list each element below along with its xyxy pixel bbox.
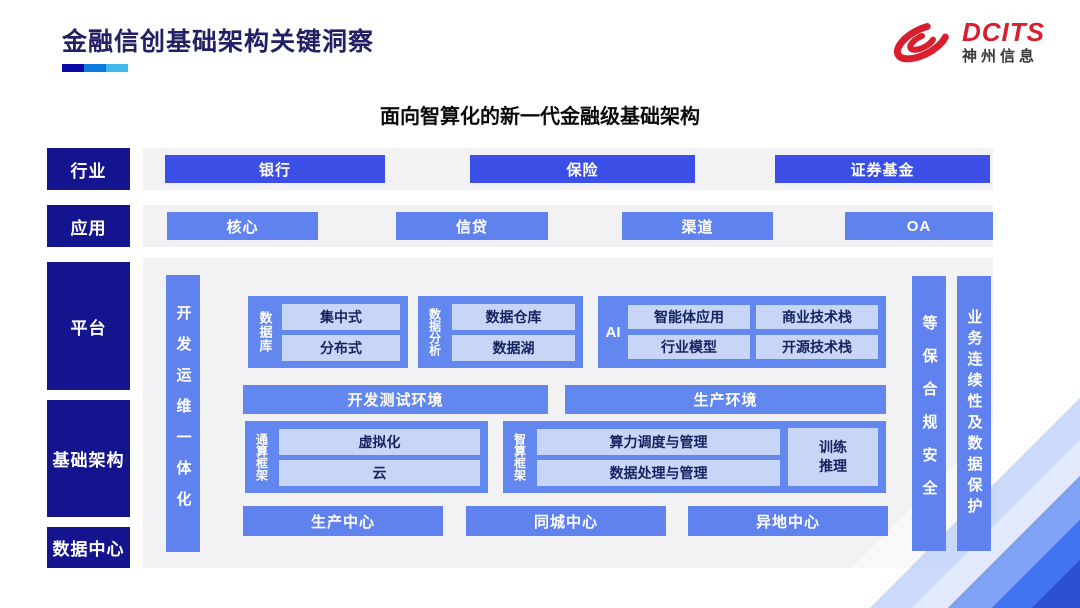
dcits-swirl-icon xyxy=(893,21,951,63)
application-item-oa: OA xyxy=(845,212,993,240)
industry-item-insurance: 保险 xyxy=(470,155,695,183)
ai-compute-item-dataprocessing: 数据处理与管理 xyxy=(537,459,780,486)
continuity-vertical-bar: 业务连续性及数据保护 xyxy=(957,276,991,551)
logo: DCITS 神州信息 xyxy=(890,18,1045,66)
logo-company: 神州信息 xyxy=(962,48,1039,66)
underline-segment-mid xyxy=(84,64,106,72)
env-bar-devtest: 开发测试环境 xyxy=(243,385,548,414)
sidebar-item-industry: 行业 xyxy=(47,148,130,190)
industry-item-securities: 证券基金 xyxy=(775,155,990,183)
ai-group: AI 智能体应用 商业技术栈 行业模型 开源技术栈 xyxy=(598,296,886,368)
diagram-subtitle: 面向智算化的新一代金融级基础架构 xyxy=(380,106,700,128)
analytics-group-items: 数据仓库 数据湖 xyxy=(452,303,575,361)
analytics-group-label: 数据分析 xyxy=(427,308,442,356)
general-compute-group: 通算框架 虚拟化 云 xyxy=(245,421,488,493)
analytics-group: 数据分析 数据仓库 数据湖 xyxy=(418,296,583,368)
ai-item-commercial-stack: 商业技术栈 xyxy=(756,305,878,329)
ai-compute-item-training-inference: 训练 推理 xyxy=(788,428,878,486)
industry-item-bank: 银行 xyxy=(165,155,385,183)
underline-segment-light xyxy=(106,64,128,72)
devops-vertical-bar: 开发运维一体化 xyxy=(166,275,200,552)
general-compute-item-virtualization: 虚拟化 xyxy=(279,428,480,455)
ai-item-opensource-stack: 开源技术栈 xyxy=(756,335,878,359)
ai-item-agent-apps: 智能体应用 xyxy=(628,305,750,329)
application-item-core: 核心 xyxy=(167,212,318,240)
ai-item-industry-models: 行业模型 xyxy=(628,335,750,359)
center-item-remote: 异地中心 xyxy=(688,506,888,536)
database-item-distributed: 分布式 xyxy=(282,334,400,361)
security-vertical-bar: 等保合规安全 xyxy=(912,276,946,551)
application-item-channel: 渠道 xyxy=(622,212,773,240)
database-item-centralized: 集中式 xyxy=(282,303,400,330)
analytics-item-warehouse: 数据仓库 xyxy=(452,303,575,330)
ai-compute-item-scheduling: 算力调度与管理 xyxy=(537,428,780,455)
general-compute-item-cloud: 云 xyxy=(279,459,480,486)
ai-group-label: AI xyxy=(605,323,621,341)
ai-compute-group-label: 智算框架 xyxy=(512,433,527,481)
ai-compute-group: 智算框架 算力调度与管理 数据处理与管理 训练 推理 xyxy=(503,421,886,493)
ai-group-items: 智能体应用 商业技术栈 行业模型 开源技术栈 xyxy=(628,305,878,359)
analytics-item-lake: 数据湖 xyxy=(452,334,575,361)
sidebar-item-application: 应用 xyxy=(47,205,130,247)
database-group-items: 集中式 分布式 xyxy=(282,303,400,361)
logo-text: DCITS 神州信息 xyxy=(962,18,1045,65)
database-group: 数据库 集中式 分布式 xyxy=(248,296,408,368)
database-group-label: 数据库 xyxy=(257,311,273,353)
center-item-samecity: 同城中心 xyxy=(466,506,666,536)
center-item-production: 生产中心 xyxy=(243,506,443,536)
ai-compute-items: 算力调度与管理 数据处理与管理 xyxy=(537,428,780,486)
sidebar-item-datacenter: 数据中心 xyxy=(47,527,130,568)
general-compute-items: 虚拟化 云 xyxy=(279,428,480,486)
sidebar-item-infrastructure: 基础架构 xyxy=(47,400,130,517)
title-underline xyxy=(62,64,128,72)
logo-brand: DCITS xyxy=(962,17,1045,48)
page-title: 金融信创基础架构关键洞察 xyxy=(62,28,375,56)
general-compute-group-label: 通算框架 xyxy=(254,433,269,481)
application-item-credit: 信贷 xyxy=(396,212,548,240)
underline-segment-dark xyxy=(62,64,84,72)
sidebar-item-platform: 平台 xyxy=(47,262,130,390)
env-bar-production: 生产环境 xyxy=(565,385,886,414)
